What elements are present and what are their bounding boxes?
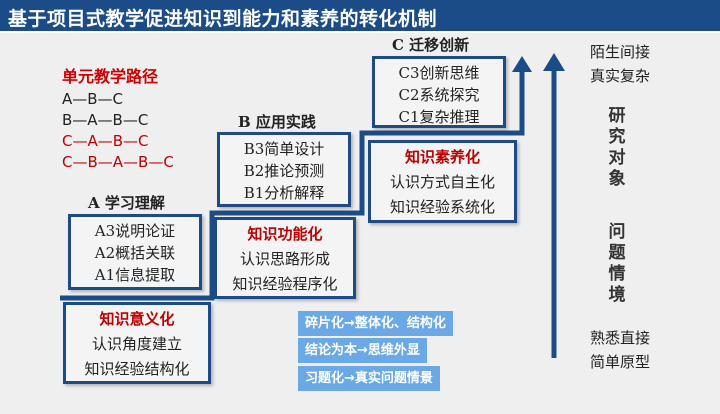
axis-bottom-label: 熟悉直接 简单原型: [580, 326, 660, 374]
level-a-box: A3说明论证 A2概括关联 A1信息提取: [68, 214, 202, 290]
path-item: A—B—C: [62, 90, 124, 108]
unit-path-heading: 单元教学路径: [62, 67, 159, 86]
level-c-title: C 迁移创新: [392, 36, 470, 54]
axis-text: 简单原型: [589, 353, 650, 371]
axis-top-label: 陌生间接 真实复杂: [580, 40, 660, 88]
level-item: C2系统探究: [398, 86, 480, 104]
path-item: C—A—B—C: [62, 132, 149, 150]
axis-label-context: 问题情境: [608, 222, 626, 305]
arrow-head-icon: [512, 56, 532, 72]
knowledge-function-box: 知识功能化 认识思路形成 知识经验程序化: [214, 217, 356, 299]
knowledge-line: 知识经验系统化: [389, 198, 495, 216]
level-item: A2概括关联: [94, 244, 176, 262]
arrow-head-icon: [543, 53, 565, 71]
level-item: A1信息提取: [94, 266, 176, 284]
knowledge-title: 知识功能化: [247, 225, 323, 243]
level-item: C1复杂推理: [398, 108, 480, 126]
unit-path: 单元教学路径 A—B—C B—A—B—C C—A—B—C C—B—A—B—C: [62, 66, 174, 173]
level-item: B1分析解释: [243, 184, 325, 202]
level-item: C3创新思维: [398, 64, 480, 82]
knowledge-line: 知识经验程序化: [232, 275, 338, 293]
level-c-box: C3创新思维 C2系统探究 C1复杂推理: [372, 56, 506, 128]
level-item: A3说明论证: [94, 222, 176, 240]
page-title: 基于项目式教学促进知识到能力和素养的转化机制: [8, 8, 438, 30]
title-bar: 基于项目式教学促进知识到能力和素养的转化机制: [0, 0, 720, 33]
level-item: B3简单设计: [243, 140, 325, 158]
level-b-box: B3简单设计 B2推论预测 B1分析解释: [217, 132, 351, 207]
knowledge-literacy-box: 知识素养化 认识方式自主化 知识经验系统化: [368, 140, 517, 223]
path-item: C—B—A—B—C: [62, 153, 174, 171]
path-item: B—A—B—C: [62, 111, 149, 129]
knowledge-title: 知识素养化: [404, 148, 480, 166]
transformation-tag: 碎片化→整体化、结构化: [298, 311, 453, 336]
axis-text: 陌生间接: [589, 43, 650, 61]
transformation-tag: 结论为本→思维外显: [298, 338, 427, 363]
level-b-title: B 应用实践: [238, 113, 316, 131]
level-item: B2推论预测: [243, 162, 325, 180]
axis-label-object: 研究对象: [608, 106, 626, 189]
knowledge-line: 认识思路形成: [239, 250, 330, 268]
axis-text: 熟悉直接: [589, 329, 650, 347]
transformation-tag: 习题化→真实问题情景: [298, 366, 440, 391]
knowledge-line: 认识角度建立: [91, 335, 182, 353]
knowledge-title: 知识意义化: [99, 310, 175, 328]
level-a-title: A 学习理解: [88, 194, 165, 212]
axis-text: 真实复杂: [589, 67, 650, 85]
knowledge-line: 认识方式自主化: [389, 173, 495, 191]
knowledge-meaning-box: 知识意义化 认识角度建立 知识经验结构化: [63, 302, 211, 384]
staircase-line: [60, 68, 525, 301]
knowledge-line: 知识经验结构化: [84, 360, 190, 378]
